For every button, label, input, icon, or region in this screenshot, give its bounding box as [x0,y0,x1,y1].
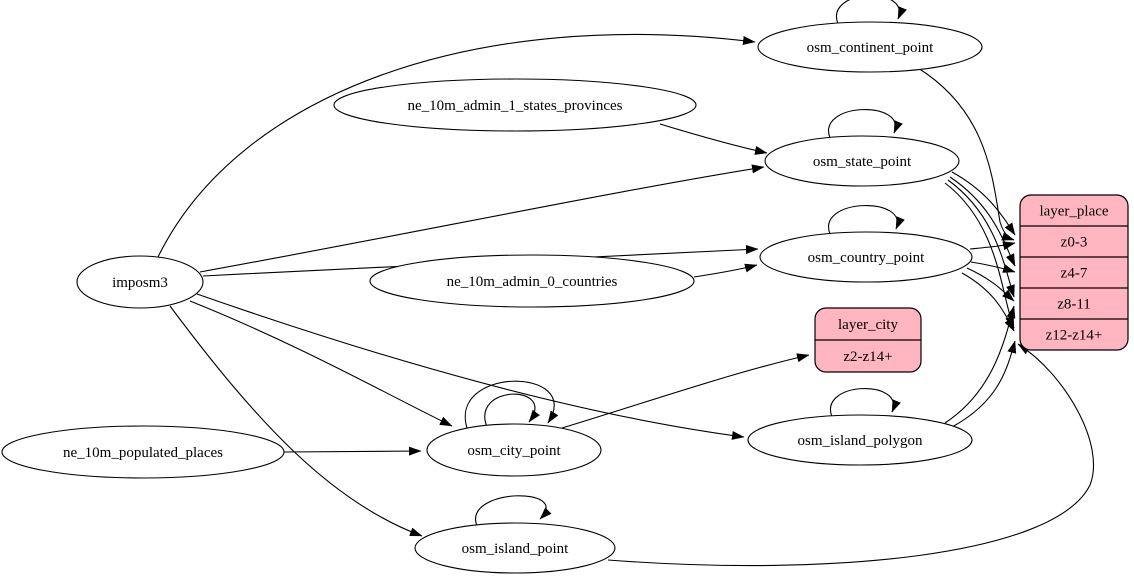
edge-osm_state_point-to-layer_place-z4-7 [949,176,1016,267]
edge-osm_country_point-to-layer_place-z4-7 [970,261,1016,273]
edge-ne_10m_populated_places-to-osm_city_point [283,446,422,456]
ne_10m_admin_1_states_provinces-shape [333,78,697,132]
layer_city-row-layer_city: layer_city [838,317,898,333]
edge-osm_city_point-to-osm_city_point-self2 [484,393,540,428]
edge-osm_island_point-to-osm_island_point-self [475,495,552,527]
osm_state_point-label: osm_state_point [813,154,912,170]
node-ne_10m_admin_0_countries: ne_10m_admin_0_countries [369,254,695,308]
edge-osm_island_polygon-to-osm_island_polygon-self [829,388,901,418]
layer_place-row-layer_place: layer_place [1039,204,1108,220]
edge-osm_state_point-to-osm_state_point-self [828,109,903,139]
imposm3-shape [76,255,204,309]
node-osm_continent_point: osm_continent_point [757,21,983,73]
layer_place-row-z8-11: z8-11 [1057,297,1091,313]
edge-osm_continent_point-to-osm_continent_point-self [835,0,907,25]
node-ne_10m_populated_places: ne_10m_populated_places [1,425,285,479]
imposm3-label: imposm3 [112,275,168,291]
edge-osm_island_polygon-to-layer_place-z12-z14+ [951,340,1017,428]
edge-imposm3-to-osm_island_point [169,305,423,537]
osm_continent_point-shape [757,21,983,73]
edge-osm_country_point-to-osm_country_point-self [828,205,905,235]
edges-layer [157,0,1095,567]
node-osm_country_point: osm_country_point [759,231,973,283]
osm_continent_point-label: osm_continent_point [807,40,934,56]
record-layer_city: layer_city z2-z14+ [814,307,922,373]
edge-ne_10m_admin_0_countries-to-osm_country_point [693,263,758,278]
ne_10m_admin_1_states_provinces-label: ne_10m_admin_1_states_provinces [408,98,623,114]
osm_island_point-label: osm_island_point [462,541,570,557]
edge-ne_10m_admin_1_states_provinces-to-osm_state_point [659,123,768,155]
osm_island_polygon-label: osm_island_polygon [797,433,923,449]
nodes-layer: imposm3 ne_10m_admin_1_states_provincesne… [1,21,1129,574]
edge-imposm3-to-osm_continent_point [157,33,756,258]
osm_island_polygon-shape [747,414,973,466]
node-osm_island_polygon: osm_island_polygon [747,414,973,466]
edge-osm_country_point-to-layer_place-z12-z14+ [961,272,1015,332]
edge-osm_state_point-to-layer_place-z0-3 [951,171,1016,236]
node-osm_state_point: osm_state_point [764,135,960,187]
node-ne_10m_admin_1_states_provinces: ne_10m_admin_1_states_provinces [333,78,697,132]
edge-imposm3-to-osm_island_polygon [196,293,745,440]
layer_place-row-z4-7: z4-7 [1061,266,1088,282]
edge-osm_city_point-to-layer_city [561,353,810,429]
edge-osm_country_point-to-layer_place-z8-11 [966,267,1015,302]
edge-osm_country_point-to-layer_place-z0-3 [969,241,1016,251]
layer_place-row-z12-z14+: z12-z14+ [1046,328,1103,344]
node-osm_island_point: osm_island_point [414,522,616,574]
edge-osm_island_point-to-layer_place-z12-z14+ [607,343,1095,567]
ne_10m_admin_0_countries-label: ne_10m_admin_0_countries [447,274,618,290]
edge-osm_state_point-to-layer_place-z8-11 [947,179,1015,298]
edge-osm_island_polygon-to-layer_place-z8-11 [944,305,1016,424]
osm_island_point-shape [414,522,616,574]
node-osm_city_point: osm_city_point [426,423,602,477]
osm_city_point-label: osm_city_point [467,443,561,459]
node-imposm3: imposm3 [76,255,204,309]
ne_10m_populated_places-shape [1,425,285,479]
ne_10m_populated_places-label: ne_10m_populated_places [63,445,223,461]
layer_place-row-z0-3: z0-3 [1061,235,1088,251]
osm_city_point-shape [426,423,602,477]
osm_state_point-shape [764,135,960,187]
osm_country_point-label: osm_country_point [808,250,925,266]
osm_country_point-shape [759,231,973,283]
edge-osm_continent_point-to-layer_place-z0-3 [917,67,1015,241]
layer_city-row-z2-z14+: z2-z14+ [843,349,892,365]
edge-osm_city_point-to-osm_city_point-self [464,380,559,432]
edge-imposm3-to-osm_city_point [189,300,453,427]
layer_place-box [1019,194,1129,351]
record-layer_place: layer_place z0-3 z4-7 z8-11 z12-z14+ [1019,194,1129,351]
edge-imposm3-to-osm_state_point [199,164,765,273]
ne_10m_admin_0_countries-shape [369,254,695,308]
